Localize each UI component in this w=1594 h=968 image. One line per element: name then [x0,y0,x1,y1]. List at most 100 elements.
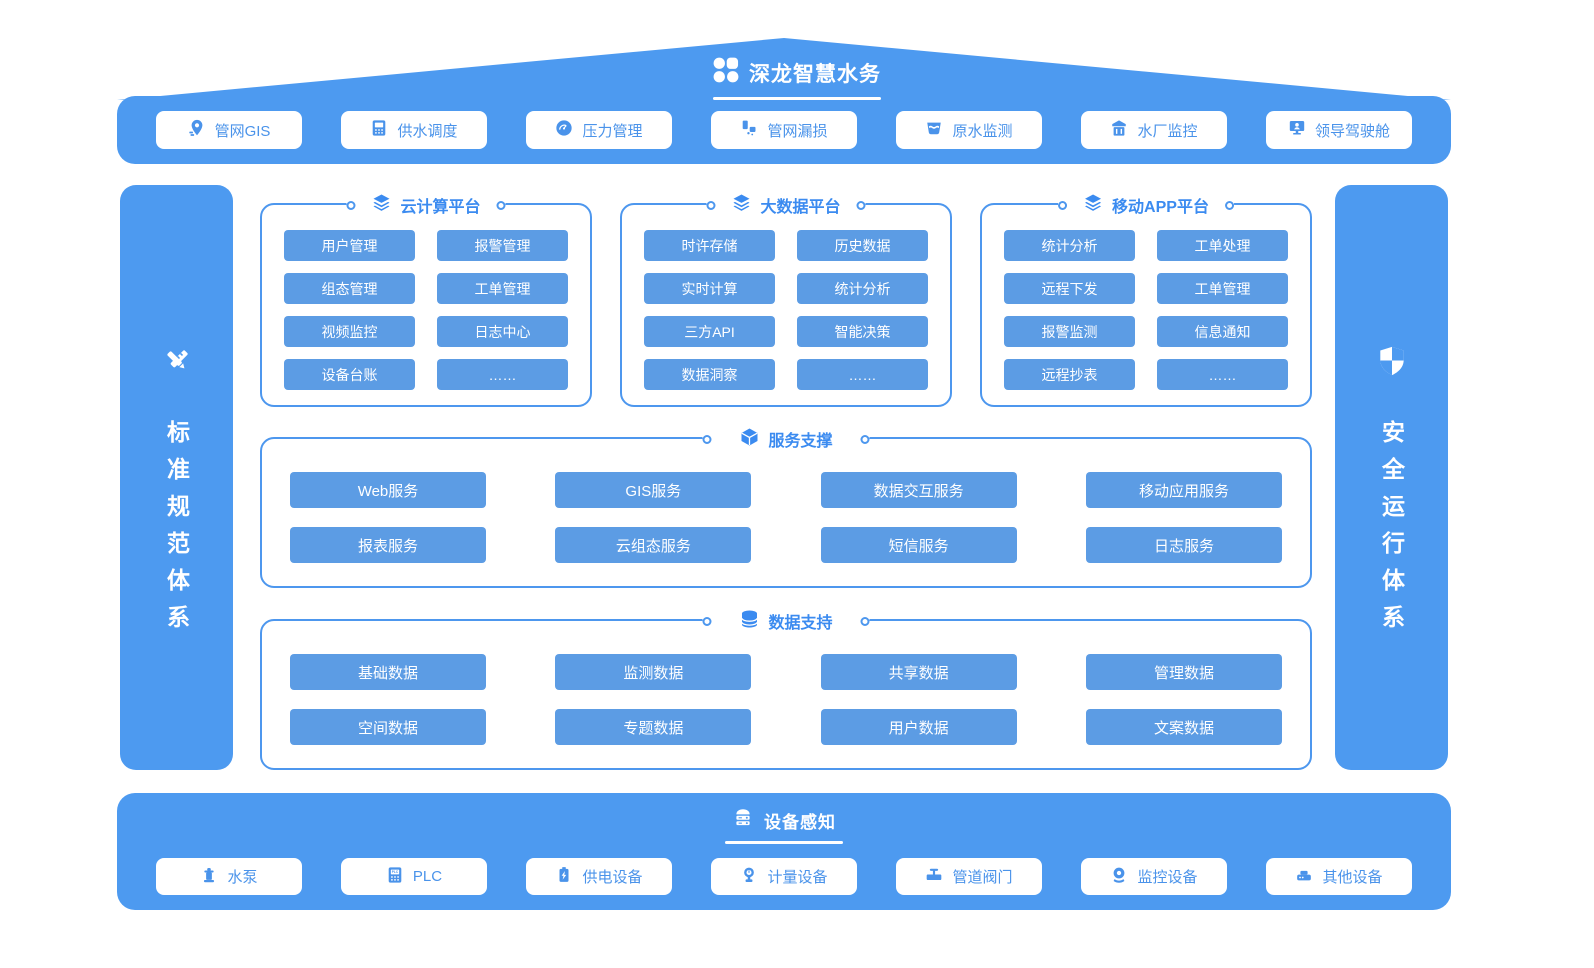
pipe-leak-icon [740,119,758,141]
layers-icon [371,193,391,218]
platform-item[interactable]: 三方API [644,316,775,347]
device-button-pump[interactable]: 水泵 [156,858,302,895]
dispatch-panel-icon [370,119,388,141]
platform-item[interactable]: 视频监控 [284,316,415,347]
service-item[interactable]: 日志服务 [1085,527,1282,563]
app-button-pressure[interactable]: 压力管理 [526,111,672,149]
platform-item[interactable]: 工单管理 [437,273,568,304]
platform-item[interactable]: 远程抄表 [1004,359,1135,390]
platform-item[interactable]: 报警监测 [1004,316,1135,347]
data-item[interactable]: 用户数据 [820,709,1017,745]
connector-dot [346,200,356,210]
connector-dot [496,200,506,210]
platform-item[interactable]: …… [797,359,928,390]
data-item[interactable]: 监测数据 [555,654,752,690]
section-header: 数据支持 [702,606,870,636]
platform-item[interactable]: 统计分析 [797,273,928,304]
service-item[interactable]: GIS服务 [555,472,752,508]
data-item[interactable]: 专题数据 [555,709,752,745]
app-button-leader-cockpit[interactable]: 领导驾驶舱 [1266,111,1412,149]
device-button-label: 供电设备 [582,869,643,886]
app-button-label: 供水调度 [397,122,458,140]
connector-dot [702,434,712,444]
cockpit-monitor-icon [1288,119,1306,141]
service-support-box: 服务支撑 Web服务 GIS服务 数据交互服务 移动应用服务 报表服务 云组态服… [260,424,1312,588]
device-button-label: 监控设备 [1137,869,1198,886]
data-item[interactable]: 空间数据 [290,709,486,745]
platform-item[interactable]: 历史数据 [797,230,928,261]
device-button-label: 水泵 [227,869,258,886]
app-button-plant-monitor[interactable]: 水厂监控 [1081,111,1227,149]
data-item[interactable]: 共享数据 [820,654,1017,690]
platform-box-mobile-app: 移动APP平台 统计分析 工单处理 远程下发 工单管理 报警监测 信息通知 远程… [980,190,1312,407]
app-button-raw-water[interactable]: 原水监测 [896,111,1042,149]
platform-header: 大数据平台 [706,190,866,220]
platform-item[interactable]: 工单管理 [1157,273,1288,304]
pillar-standards: 标准规范体系 [120,185,233,770]
device-button-plc[interactable]: PLC PLC [341,858,487,895]
data-support-box: 数据支持 基础数据 监测数据 共享数据 管理数据 空间数据 专题数据 用户数据 … [260,606,1312,770]
section-title: 数据支持 [768,615,833,632]
platform-items: 时许存储 历史数据 实时计算 统计分析 三方API 智能决策 数据洞察 …… [622,205,950,405]
section-header: 服务支撑 [702,424,870,454]
platform-item[interactable]: 智能决策 [797,316,928,347]
map-pin-icon [188,119,206,141]
platform-item[interactable]: 实时计算 [644,273,775,304]
platform-box-bigdata: 大数据平台 时许存储 历史数据 实时计算 统计分析 三方API 智能决策 数据洞… [620,190,952,407]
platform-item[interactable]: 日志中心 [437,316,568,347]
platform-item[interactable]: 工单处理 [1157,230,1288,261]
platform-item[interactable]: …… [1157,359,1288,390]
service-item[interactable]: 短信服务 [820,527,1017,563]
platform-title: 大数据平台 [760,199,841,216]
service-item[interactable]: Web服务 [290,472,486,508]
device-button-meter[interactable]: 计量设备 [711,858,857,895]
app-button-pipe-gis[interactable]: 管网GIS [156,111,302,149]
pillar-security: 安全运行体系 [1335,185,1448,770]
platform-item[interactable]: 组态管理 [284,273,415,304]
platform-item[interactable]: 用户管理 [284,230,415,261]
data-item[interactable]: 基础数据 [290,654,486,690]
platform-header: 移动APP平台 [1058,190,1234,220]
platform-item[interactable]: 统计分析 [1004,230,1135,261]
platform-header: 云计算平台 [346,190,506,220]
water-pump-icon [200,866,218,888]
section-title: 服务支撑 [768,433,833,450]
app-button-pipe-leak[interactable]: 管网漏损 [711,111,857,149]
app-button-label: 管网漏损 [767,122,828,140]
other-device-icon [1295,866,1313,888]
connector-dot [706,200,716,210]
platform-item[interactable]: 远程下发 [1004,273,1135,304]
service-item[interactable]: 移动应用服务 [1085,472,1282,508]
device-row: 水泵 PLC PLC [156,858,1412,895]
data-items: 基础数据 监测数据 共享数据 管理数据 空间数据 专题数据 用户数据 文案数据 [262,621,1310,768]
service-item[interactable]: 云组态服务 [555,527,752,563]
platform-item[interactable]: 信息通知 [1157,316,1288,347]
connector-dot [860,616,870,626]
connector-dot [856,200,866,210]
platform-item[interactable]: 报警管理 [437,230,568,261]
four-dots-logo-icon [713,57,739,88]
platform-item[interactable]: 设备台账 [284,359,415,390]
platform-item[interactable]: …… [437,359,568,390]
device-button-other[interactable]: 其他设备 [1266,858,1412,895]
device-title-underline [725,841,843,844]
power-supply-icon [555,866,573,888]
platform-item[interactable]: 数据洞察 [644,359,775,390]
shield-check-icon [1376,345,1408,382]
platform-items: 统计分析 工单处理 远程下发 工单管理 报警监测 信息通知 远程抄表 …… [982,205,1310,405]
device-button-camera[interactable]: 监控设备 [1081,858,1227,895]
device-button-valve[interactable]: 管道阀门 [896,858,1042,895]
connector-dot [702,616,712,626]
device-button-power[interactable]: 供电设备 [526,858,672,895]
data-item[interactable]: 管理数据 [1085,654,1282,690]
service-item[interactable]: 报表服务 [290,527,486,563]
service-item[interactable]: 数据交互服务 [820,472,1017,508]
ruler-pencil-icon [161,345,193,382]
app-button-water-dispatch[interactable]: 供水调度 [341,111,487,149]
app-title-block: 深龙智慧水务 [713,57,881,100]
connector-dot [1224,200,1234,210]
app-button-label: 领导驾驶舱 [1314,122,1390,140]
platform-item[interactable]: 时许存储 [644,230,775,261]
data-item[interactable]: 文案数据 [1085,709,1282,745]
